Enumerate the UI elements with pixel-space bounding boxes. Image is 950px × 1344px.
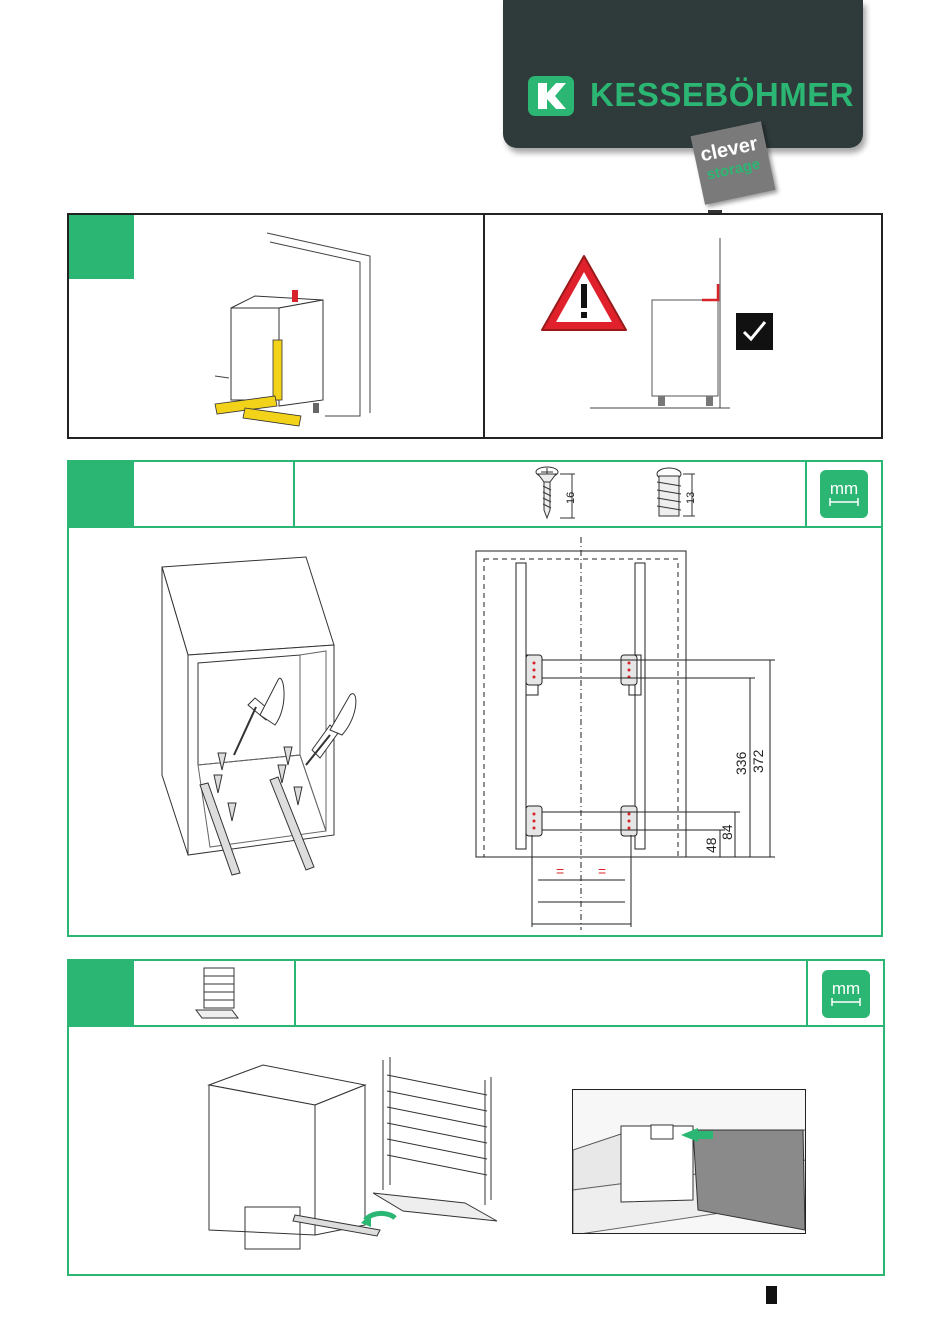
brand-name: KESSEBÖHMER bbox=[590, 76, 854, 114]
step2-col-divider-1 bbox=[293, 462, 295, 526]
step2-number-tab bbox=[69, 462, 134, 527]
checkmark-icon bbox=[736, 313, 773, 350]
page-marker bbox=[766, 1286, 777, 1304]
svg-text:=: = bbox=[556, 863, 564, 879]
step2-header-divider bbox=[69, 526, 881, 528]
cabinet-level-illustration bbox=[215, 228, 385, 434]
cabinet-wall-illustration bbox=[590, 210, 730, 410]
detail-view-frame bbox=[572, 1089, 806, 1234]
shoe-rack-icon bbox=[192, 966, 242, 1022]
clever-storage-badge: clever storage bbox=[691, 121, 776, 204]
step3-header-divider bbox=[69, 1025, 883, 1027]
svg-text:16: 16 bbox=[565, 492, 577, 504]
section2-screw1-label: 16 bbox=[560, 478, 580, 508]
cabinet-rails-illustration bbox=[160, 555, 370, 895]
step1-number-tab bbox=[69, 215, 134, 279]
section2-screw2-label: 13 bbox=[680, 478, 700, 508]
mm-measure-icon: mm bbox=[820, 470, 868, 518]
svg-text:13: 13 bbox=[685, 492, 697, 504]
step3-col-divider-1 bbox=[294, 961, 296, 1025]
step3-col-divider-2 bbox=[806, 961, 808, 1025]
header-banner bbox=[503, 0, 863, 148]
rail-position-drawing: = = 372 336 84 48 bbox=[470, 535, 780, 935]
svg-text:48: 48 bbox=[703, 837, 719, 853]
svg-text:=: = bbox=[598, 863, 606, 879]
step2-col-divider-2 bbox=[805, 462, 807, 526]
svg-text:372: 372 bbox=[750, 749, 766, 773]
mm-measure-icon-2: mm bbox=[822, 970, 870, 1018]
cabinet-rack-insert-illustration bbox=[205, 1055, 505, 1255]
svg-text:84: 84 bbox=[719, 824, 735, 840]
svg-text:336: 336 bbox=[733, 751, 749, 775]
kessebohmer-logo-icon bbox=[528, 76, 574, 116]
step3-number-tab bbox=[69, 961, 134, 1026]
